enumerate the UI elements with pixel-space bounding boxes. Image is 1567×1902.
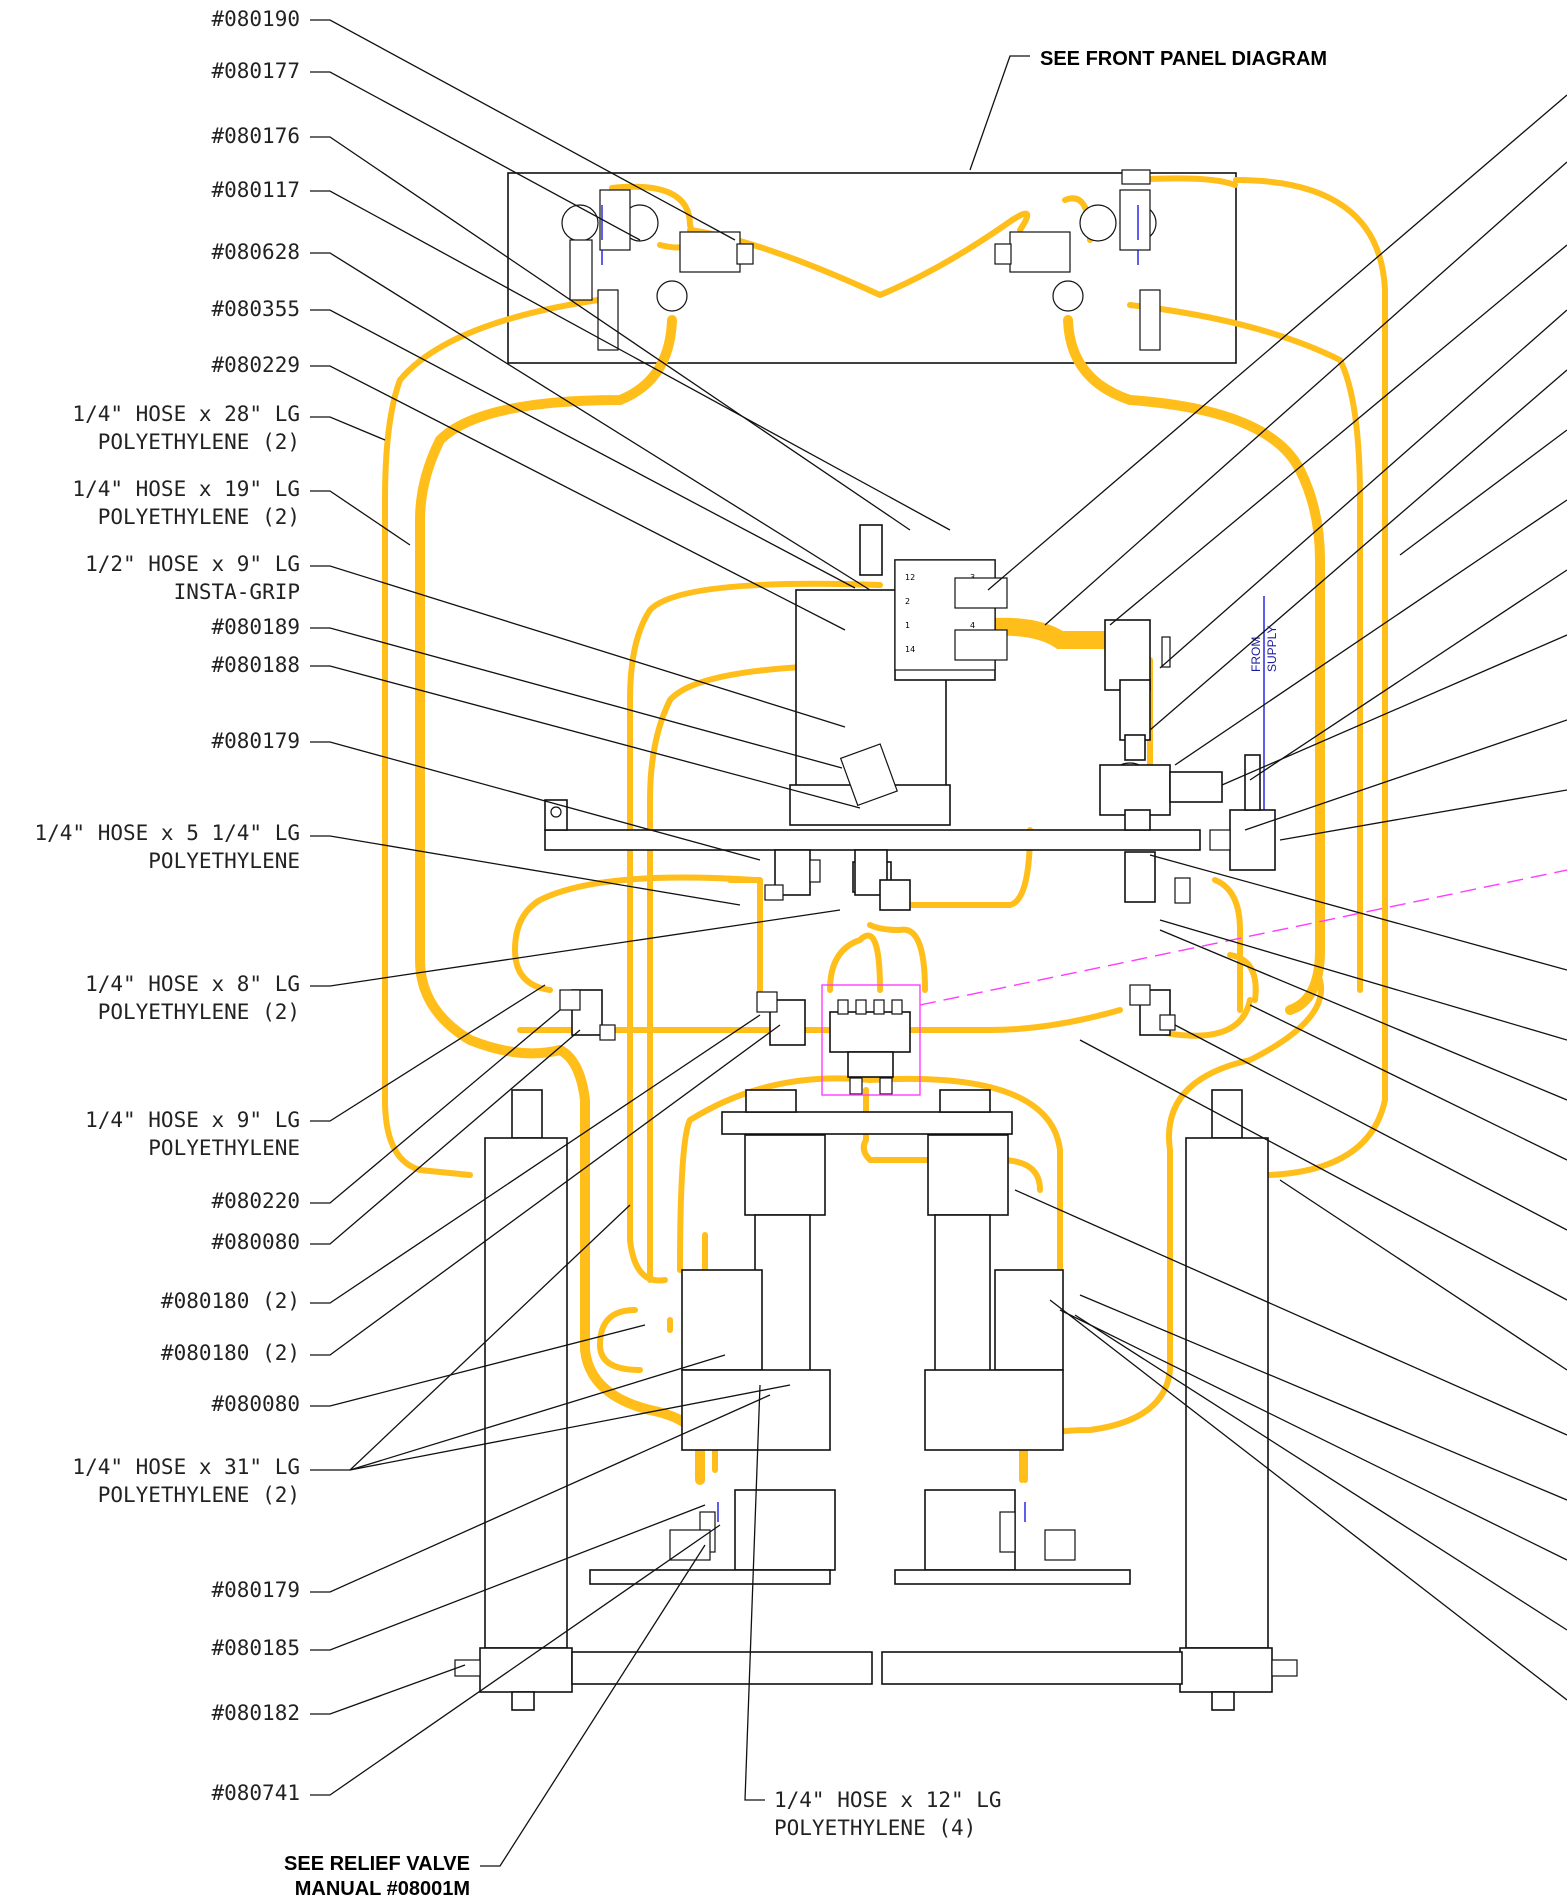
label-080080-a: #080080 — [211, 1230, 300, 1254]
label-080080-b: #080080 — [211, 1392, 300, 1416]
hose-network — [382, 175, 1388, 1485]
left-labels: #080190 #080177 #080176 #080117 #080628 … — [34, 7, 300, 1805]
label-080176: #080176 — [211, 124, 300, 148]
base-rail-right — [881, 1651, 1183, 1685]
from-supply-label: FROM SUPPLY — [1249, 626, 1279, 672]
label-080179-bottom: #080179 — [211, 1578, 300, 1602]
right-pump — [894, 1089, 1131, 1585]
mid-fittings — [559, 849, 1176, 1046]
svg-text:1: 1 — [905, 621, 910, 630]
label-080355: #080355 — [211, 297, 300, 321]
label-080177: #080177 — [211, 59, 300, 83]
label-080179-top: #080179 — [211, 729, 300, 753]
label-080185: #080185 — [211, 1636, 300, 1660]
svg-text:FROM: FROM — [1249, 637, 1263, 672]
label-080190: #080190 — [211, 7, 300, 31]
mounting-plate — [544, 829, 1201, 851]
center-manifold — [821, 869, 1567, 1096]
label-080182: #080182 — [211, 1701, 300, 1725]
svg-text:12: 12 — [905, 573, 915, 582]
label-080229: #080229 — [211, 353, 300, 377]
svg-text:2: 2 — [905, 597, 910, 606]
leader-lines — [310, 19, 1567, 1867]
label-080741: #080741 — [211, 1781, 300, 1805]
label-080628: #080628 — [211, 240, 300, 264]
svg-text:SUPPLY: SUPPLY — [1265, 626, 1279, 672]
label-080220: #080220 — [211, 1189, 300, 1213]
label-080117: #080117 — [211, 178, 300, 202]
right-panel-gauges — [994, 169, 1161, 351]
svg-text:4: 4 — [970, 621, 975, 630]
left-panel-gauges — [561, 189, 754, 351]
front-panel-title: SEE FRONT PANEL DIAGRAM — [1040, 48, 1327, 70]
label-080180-a: #080180 (2) — [161, 1289, 300, 1313]
left-cylinder — [454, 1089, 573, 1711]
right-regulator-assembly — [1099, 619, 1276, 904]
label-080189: #080189 — [211, 615, 300, 639]
base-rail-left — [571, 1651, 873, 1685]
svg-text:14: 14 — [905, 645, 915, 654]
label-080188: #080188 — [211, 653, 300, 677]
label-080180-b: #080180 (2) — [161, 1341, 300, 1365]
left-pump — [589, 1089, 1013, 1585]
right-cylinder — [1179, 1089, 1298, 1711]
